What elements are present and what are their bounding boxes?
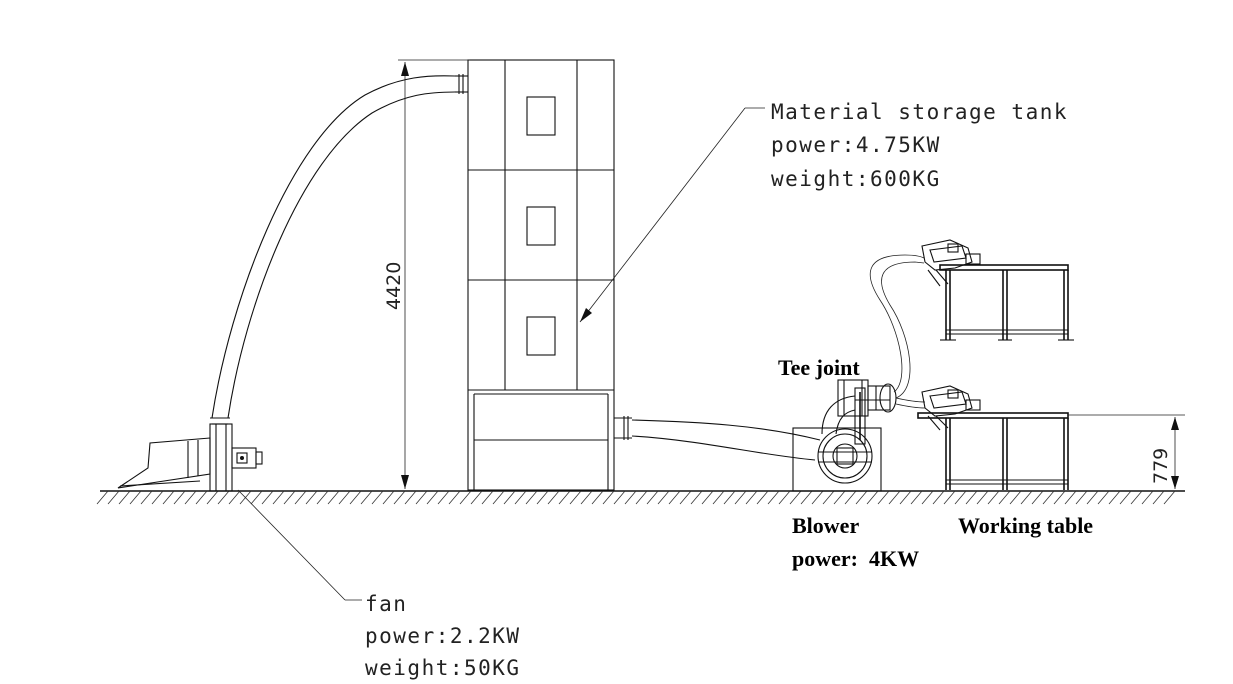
blower-power-label: power: 4KW (792, 546, 919, 571)
fan-unit (117, 423, 263, 492)
tank-to-blower-hose (631, 419, 821, 461)
ground (96, 490, 1185, 505)
tank-power-label: power:4.75KW (771, 133, 941, 157)
tank-height-label: 4420 (383, 262, 405, 310)
fan-to-tank-hose (210, 75, 456, 425)
tee-to-upper-table-hose (869, 254, 925, 399)
lower-working-table (917, 385, 1069, 490)
fan-power-label: power:2.2KW (365, 624, 521, 648)
working-table-label: Working table (958, 513, 1093, 538)
tee-joint (837, 379, 897, 417)
fan-leader (237, 489, 362, 601)
upper-working-table (921, 239, 1074, 341)
tank-window-bottom (526, 316, 556, 356)
fan-title-label: fan (365, 592, 407, 616)
tee-joint-label: Tee joint (778, 355, 860, 380)
tee-to-lower-table-hose (895, 397, 926, 409)
table-height-label: 779 (1150, 448, 1172, 484)
tank-weight-label: weight:600KG (771, 167, 941, 191)
storage-tank (455, 59, 632, 491)
blower-title-label: Blower (792, 513, 859, 538)
fan-weight-label: weight:50KG (365, 656, 521, 680)
table-height-dimension (1068, 414, 1185, 489)
tank-title-label: Material storage tank (771, 100, 1068, 124)
tank-leader (579, 107, 765, 323)
tank-window-top (526, 96, 556, 136)
tank-window-middle (526, 206, 556, 246)
tank-height-dimension (398, 59, 470, 489)
